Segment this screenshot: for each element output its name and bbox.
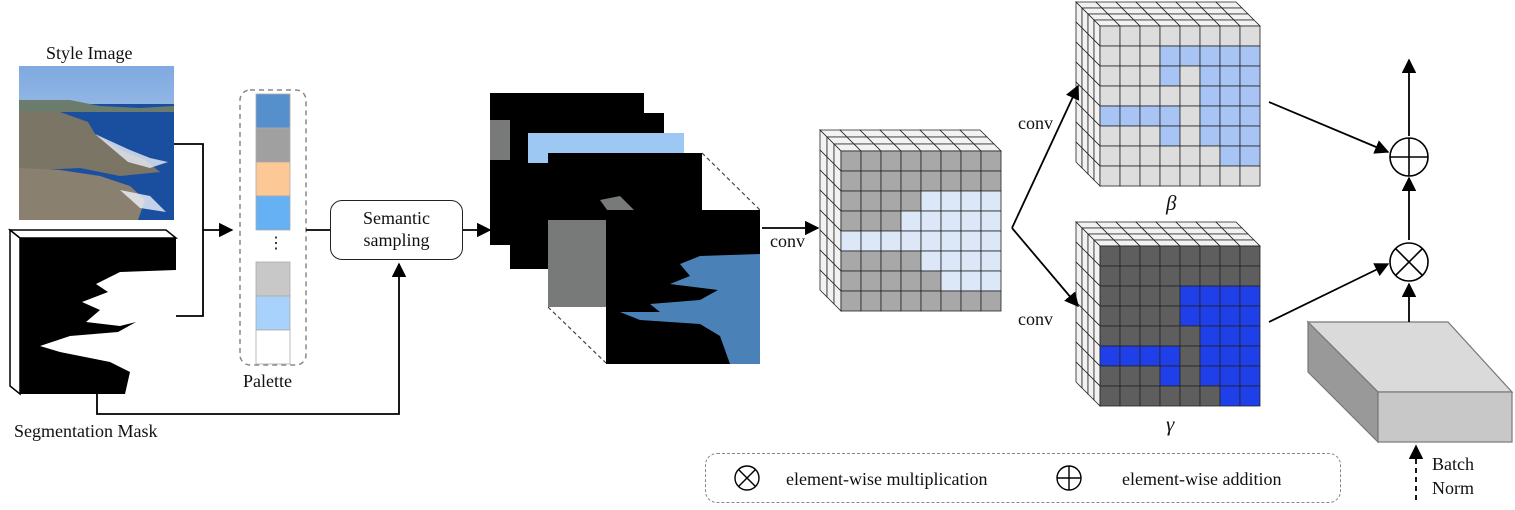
palette	[239, 89, 307, 366]
segmentation-mask	[7, 228, 179, 396]
legend-multiplication: element-wise multiplication	[786, 469, 988, 489]
beta-volume	[1075, 1, 1261, 187]
palette-swatch	[255, 329, 291, 365]
circled-times-icon	[734, 465, 760, 491]
mask-style-connector	[174, 143, 204, 317]
palette-swatch	[255, 195, 291, 231]
circled-times-icon	[1389, 242, 1429, 282]
batch-norm-block	[1306, 320, 1514, 444]
palette-swatch	[255, 261, 291, 297]
gamma-to-multiply-arrow	[1268, 263, 1390, 323]
style-image	[19, 66, 174, 220]
conv-label-3: conv	[1018, 309, 1053, 329]
style-image-label: Style Image	[46, 43, 133, 63]
beta-label: β	[1166, 191, 1177, 215]
conv-label-1: conv	[770, 231, 805, 251]
gamma-label: γ	[1166, 412, 1175, 436]
palette-swatch	[255, 127, 291, 163]
segmentation-mask-label: Segmentation Mask	[14, 421, 158, 441]
legend-addition: element-wise addition	[1122, 469, 1282, 489]
gamma-volume	[1075, 221, 1261, 407]
semantic-sampling-box: Semantic sampling	[330, 200, 463, 260]
conv-label-2: conv	[1018, 113, 1053, 133]
feature-volume	[819, 129, 1002, 312]
legend: element-wise multiplication element-wise…	[705, 453, 1341, 503]
conv-to-beta-arrow	[1011, 84, 1080, 229]
mask-to-sampling-arrow	[96, 262, 407, 415]
palette-swatch	[255, 295, 291, 331]
beta-to-add-arrow	[1268, 101, 1390, 154]
palette-label: Palette	[243, 371, 292, 391]
palette-swatch	[255, 93, 291, 129]
batch-norm-label: Batch Norm	[1432, 454, 1474, 498]
circled-plus-icon	[1389, 137, 1429, 177]
palette-ellipsis: ⋮	[268, 235, 284, 252]
conv-to-gamma-arrow	[1011, 227, 1079, 308]
sampled-map-stack	[490, 93, 761, 364]
palette-swatch	[255, 161, 291, 197]
circled-plus-icon	[1056, 465, 1082, 491]
